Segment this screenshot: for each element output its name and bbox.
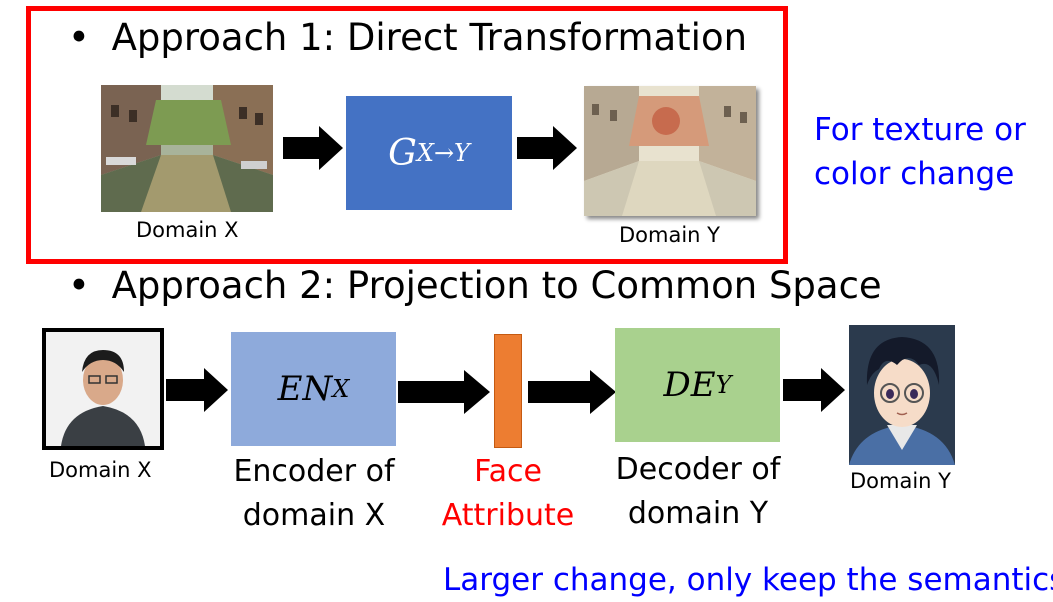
arrow-right-icon [398,370,490,414]
decoder-caption-line2: domain Y [627,496,769,531]
decoder-subscript: Y [715,371,732,399]
encoder-caption-line1: Encoder of [233,454,395,489]
approach2-title-text: Approach 2: Projection to Common Space [111,264,882,307]
canal-painting-domain-y [584,86,756,216]
footer-note: Larger change, only keep the semantics [443,562,1053,598]
arrow-right-icon [528,370,616,414]
arrow-right-icon [783,368,845,412]
texture-note-line2: color change [814,156,1015,192]
face-attribute-line2: Attribute [441,498,575,533]
approach1-title-text: Approach 1: Direct Transformation [111,16,748,59]
encoder-caption-line2: domain X [242,498,386,533]
texture-note: For texture or color change [814,108,1026,196]
approach2-title: • Approach 2: Projection to Common Space [68,264,882,307]
approach1-input-label: Domain X [136,218,239,242]
canal-photo-domain-x [101,85,273,212]
decoder-caption-line1: Decoder of [615,452,781,487]
bullet: • [68,16,90,59]
face-attribute-line1: Face [474,454,542,489]
generator-symbol: G [388,132,417,174]
arrow-right-icon [517,126,577,170]
encoder-subscript: X [332,375,350,403]
decoder-symbol: DE [663,365,716,405]
bullet: • [68,264,90,307]
encoder-symbol: EN [277,369,333,409]
approach1-output-label: Domain Y [619,223,720,247]
anime-portrait-domain-y [849,325,955,465]
decoder-caption: Decoder of domain Y [604,448,792,536]
face-attribute-caption: Face Attribute [430,450,586,538]
approach2-output-label: Domain Y [850,469,951,493]
person-photo-domain-x [42,328,164,450]
approach1-title: • Approach 1: Direct Transformation [68,16,747,59]
latent-attribute-bar [494,334,522,448]
arrow-right-icon [166,368,228,412]
arrow-right-icon [283,126,343,170]
texture-note-line1: For texture or [814,112,1026,148]
generator-subscript: X→Y [416,139,470,167]
approach1-highlight-box [26,6,788,264]
approach2-input-label: Domain X [49,458,152,482]
encoder-caption: Encoder of domain X [222,450,406,538]
